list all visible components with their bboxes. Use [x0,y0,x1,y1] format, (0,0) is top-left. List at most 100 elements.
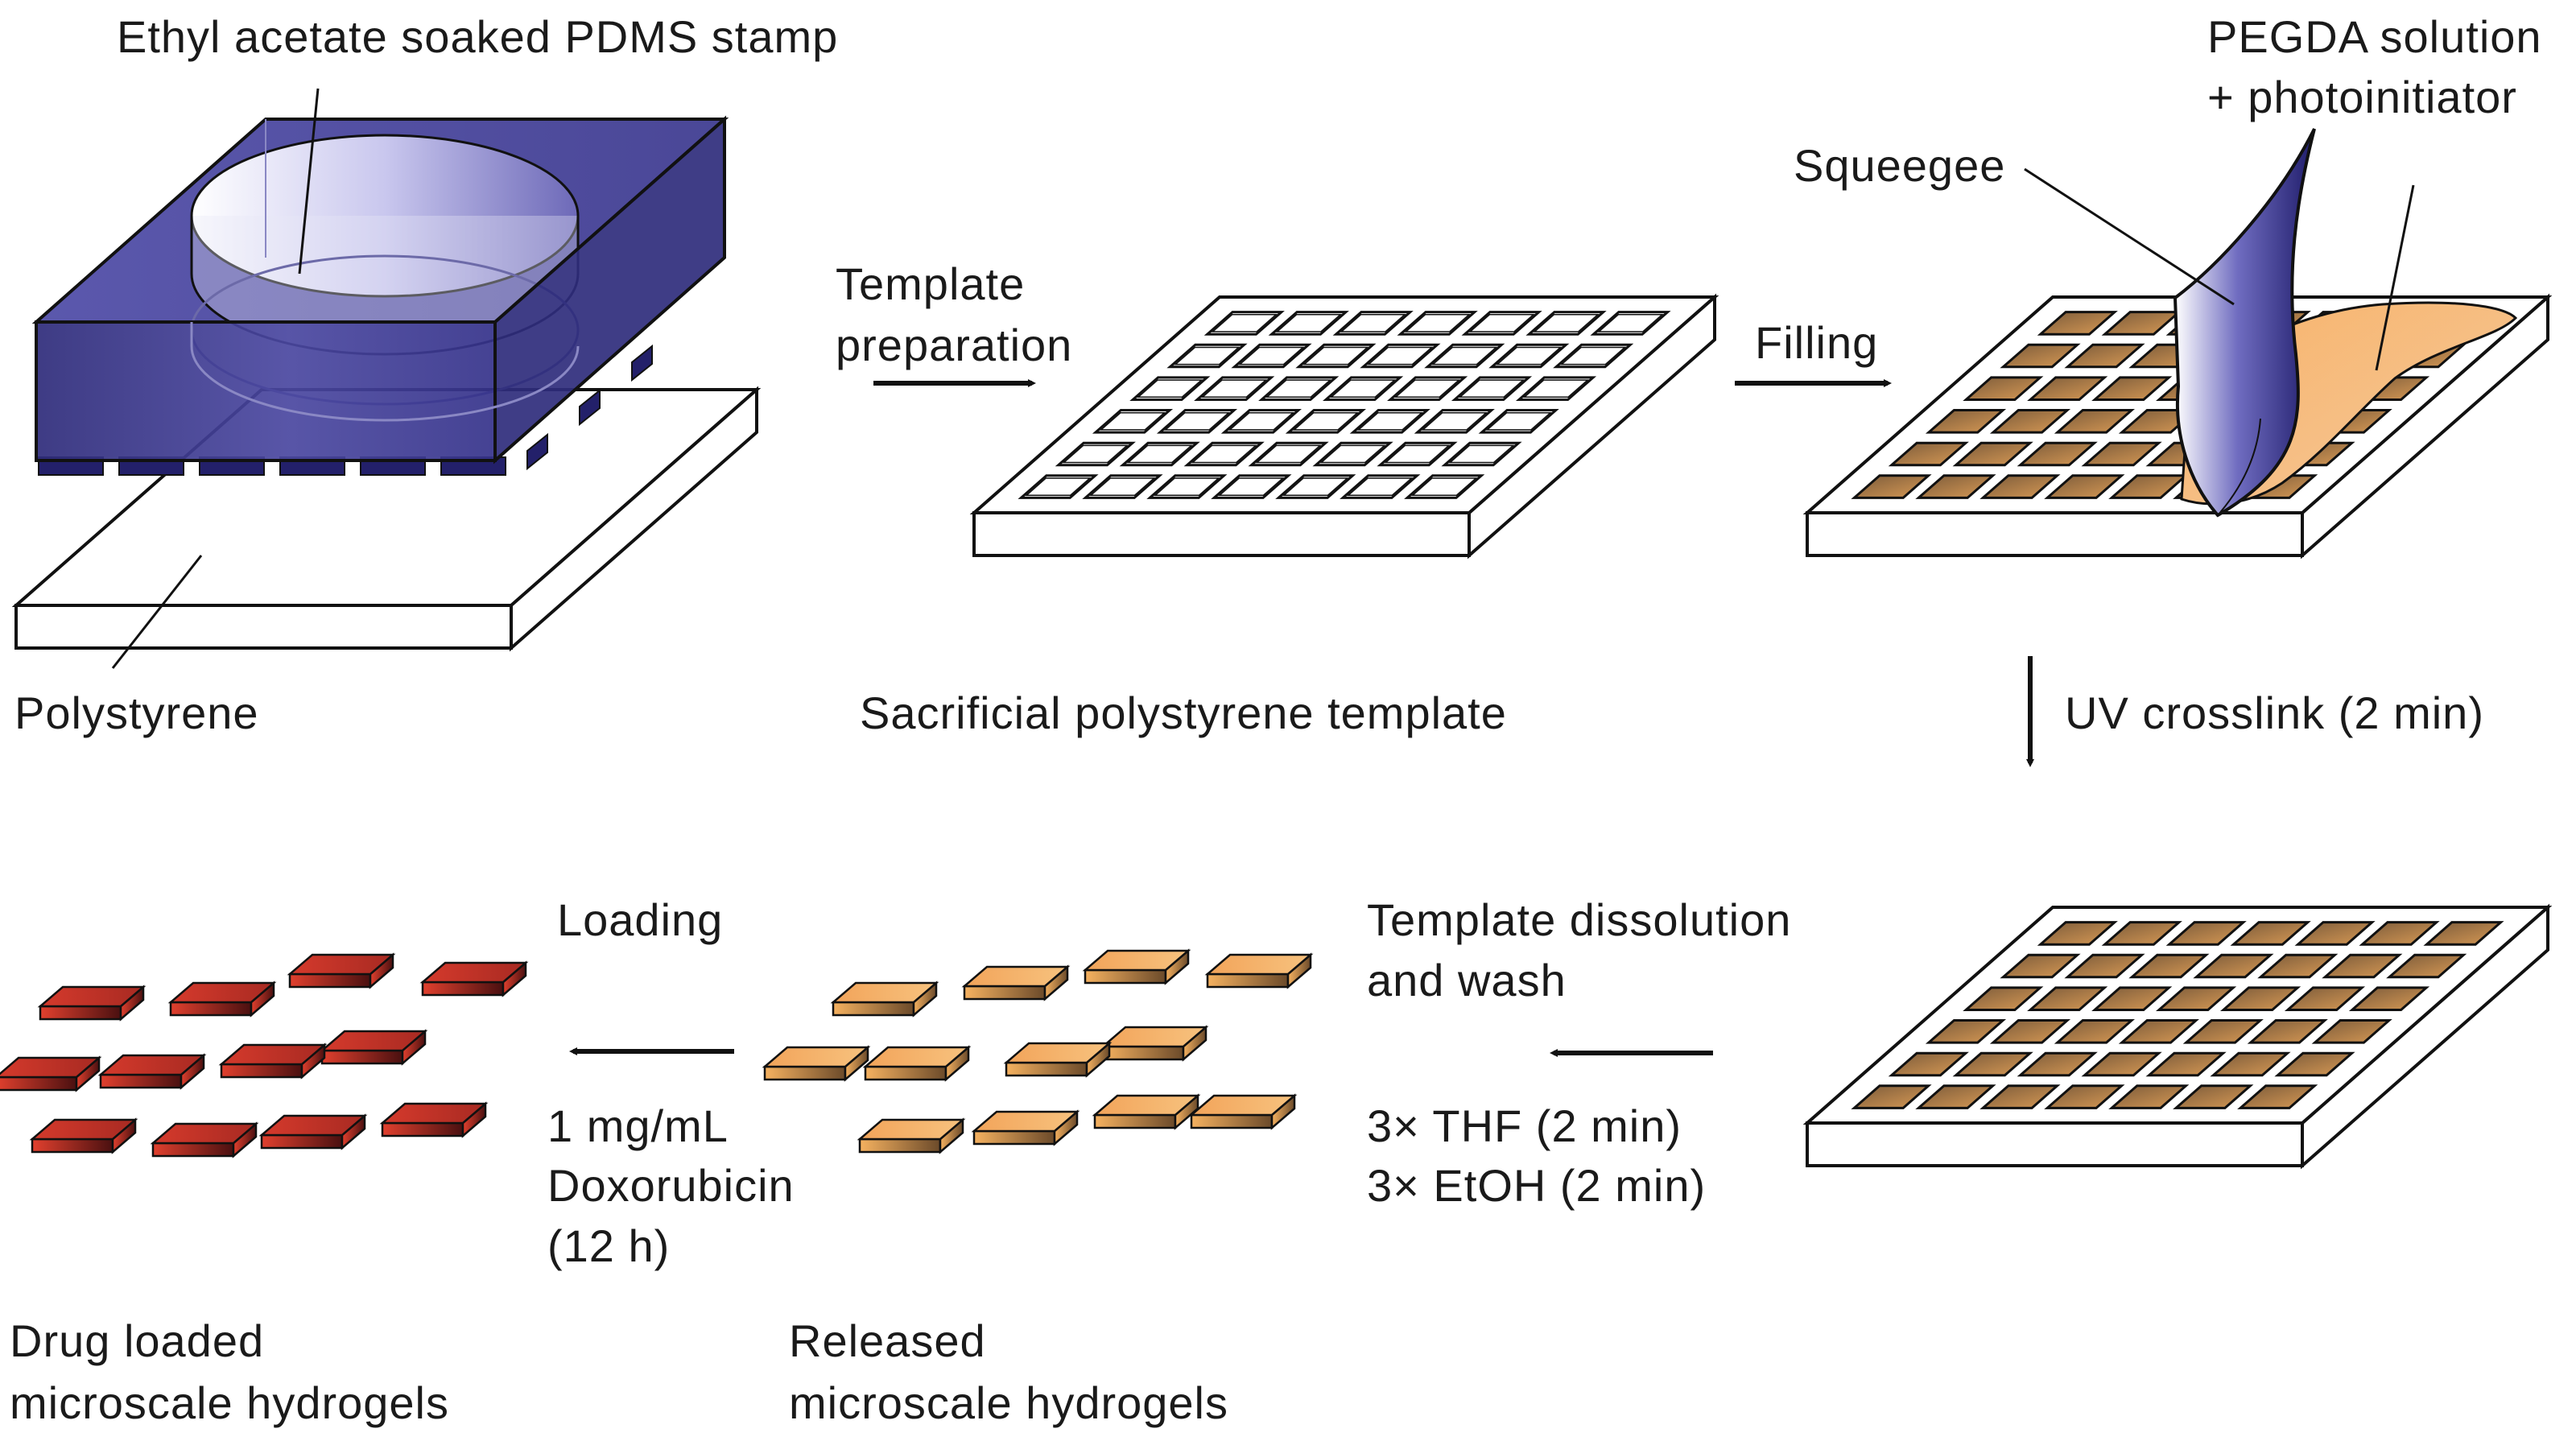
template-well-inner [1597,314,1664,332]
template-well [1397,311,1478,336]
template-well-inner [1431,346,1498,365]
released-hydrogel [1100,1025,1209,1062]
template-well-inner [1411,477,1478,496]
template-well [2101,921,2182,946]
template-well [2118,1019,2199,1044]
template-well-inner [1522,379,1590,398]
template-well [2054,409,2135,434]
template-well [1268,311,1349,336]
template-well [1129,376,1211,401]
drug-loaded-hydrogel [419,960,529,997]
released-hydrogel [762,1045,871,1082]
template-well [1488,343,1570,369]
label-released-line2: microscale hydrogels [789,1377,1228,1428]
template-well [1952,441,2033,467]
template-well [1055,441,1136,467]
label-squeegee: Squeegee [1794,140,2005,191]
template-well [2027,986,2108,1011]
template-well-inner [1191,444,1257,464]
crosslinked-template [1802,903,2553,1170]
template-well [1915,474,1996,499]
template-well-inner [1275,314,1342,332]
template-well [1553,343,1634,369]
template-well [1888,1051,1969,1077]
template-well [1377,441,1458,467]
template-well [1211,474,1292,499]
template-well [1018,474,1099,499]
label-template-prep-line2: preparation [836,320,1072,370]
template-well [2000,953,2081,979]
label-pegda-line1: PEGDA solution [2207,11,2542,62]
template-well [2081,441,2162,467]
template-well [2091,376,2173,401]
label-loading: Loading [557,894,723,945]
template-well [2294,921,2376,946]
template-front-face [1806,1121,2304,1167]
template-well-inner [1533,314,1600,332]
template-well-inner [1356,412,1423,431]
label-uv-crosslink: UV crosslink (2 min) [2065,687,2484,738]
template-well [2091,986,2173,1011]
template-well [2000,343,2081,369]
template-well [1925,1019,2007,1044]
polystyrene-leader-line [111,555,203,669]
template-well [2247,1019,2328,1044]
template-well [2386,953,2467,979]
template-well [1194,376,1275,401]
released-hydrogel [1082,948,1191,985]
template-well [1979,1084,2061,1109]
drug-loaded-hydrogel [287,952,396,989]
template-well [1424,343,1505,369]
label-pegda-line2: + photoinitiator [2207,72,2517,122]
template-well-inner [1089,477,1156,496]
template-well [2054,1019,2135,1044]
template-well [1989,1019,2071,1044]
template-well [2064,953,2145,979]
template-well [2145,1051,2227,1077]
template-well-inner [1458,379,1525,398]
template-well [1082,474,1163,499]
squeegee [2173,128,2316,518]
template-well [2044,474,2125,499]
sacrificial-template [969,293,1719,559]
template-well [2359,921,2440,946]
template-well-inner [1347,477,1414,496]
template-well-inner [1485,412,1552,431]
drug-loaded-hydrogel [37,985,147,1022]
released-hydrogel [857,1117,966,1154]
template-well [2037,311,2118,336]
template-well-inner [1421,412,1488,431]
template-well-inner [1282,477,1349,496]
label-etoh: 3× EtOH (2 min) [1367,1160,1706,1211]
label-polystyrene: Polystyrene [14,687,259,738]
template-well-inner [1404,314,1471,332]
template-well [2081,1051,2162,1077]
template-well [1451,376,1533,401]
template-well [1851,1084,1932,1109]
template-well-inner [1340,314,1406,332]
template-well [1092,409,1174,434]
drug-loaded-hydrogels [0,952,529,1158]
drug-loaded-hydrogel [150,1121,259,1158]
template-well [2027,376,2108,401]
template-well [1979,474,2061,499]
template-well-inner [1255,444,1322,464]
template-well [1258,376,1340,401]
template-well-inner [1201,379,1268,398]
drug-loaded-hydrogel [319,1029,428,1066]
template-well [2322,953,2403,979]
template-well [1387,376,1468,401]
template-well [1888,441,1969,467]
template-well-inner [1393,379,1461,398]
template-well-inner [1384,444,1451,464]
template-well [1963,986,2044,1011]
template-well-inner [1174,346,1241,365]
template-well [1340,474,1421,499]
template-well [2274,1051,2355,1077]
template-well-inner [1218,477,1285,496]
template-well [1525,311,1607,336]
template-well-inner [1099,412,1166,431]
drug-loaded-hydrogel [167,981,277,1018]
template-well-inner [1329,379,1397,398]
